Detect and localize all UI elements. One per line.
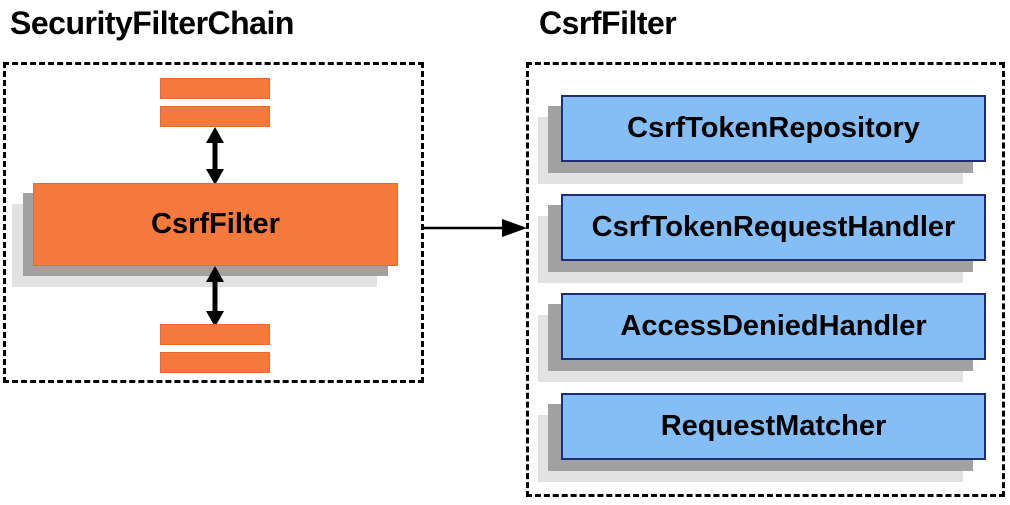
- csrf-filter-title: CsrfFilter: [539, 5, 677, 41]
- component-access-denied-handler: AccessDeniedHandler: [538, 293, 986, 382]
- arrow-right-icon: [424, 219, 527, 237]
- filter-placeholder-bar: [160, 78, 270, 99]
- csrf-filter-box-label: CsrfFilter: [151, 208, 280, 240]
- filter-placeholder-bar: [160, 106, 270, 127]
- component-csrf-token-request-handler: CsrfTokenRequestHandler: [538, 194, 986, 283]
- component-box: CsrfTokenRepository: [561, 95, 986, 162]
- component-box: RequestMatcher: [561, 393, 986, 460]
- double-arrow-icon: [206, 266, 224, 327]
- double-arrow-icon: [206, 127, 224, 185]
- component-box: AccessDeniedHandler: [561, 293, 986, 360]
- csrf-filter-box: CsrfFilter: [33, 183, 398, 266]
- security-filter-chain-title: SecurityFilterChain: [10, 5, 294, 41]
- component-box: CsrfTokenRequestHandler: [561, 194, 986, 261]
- component-request-matcher: RequestMatcher: [538, 393, 986, 482]
- filter-placeholder-bar: [160, 352, 270, 373]
- component-csrf-token-repository: CsrfTokenRepository: [538, 95, 986, 184]
- filter-placeholder-bar: [160, 324, 270, 345]
